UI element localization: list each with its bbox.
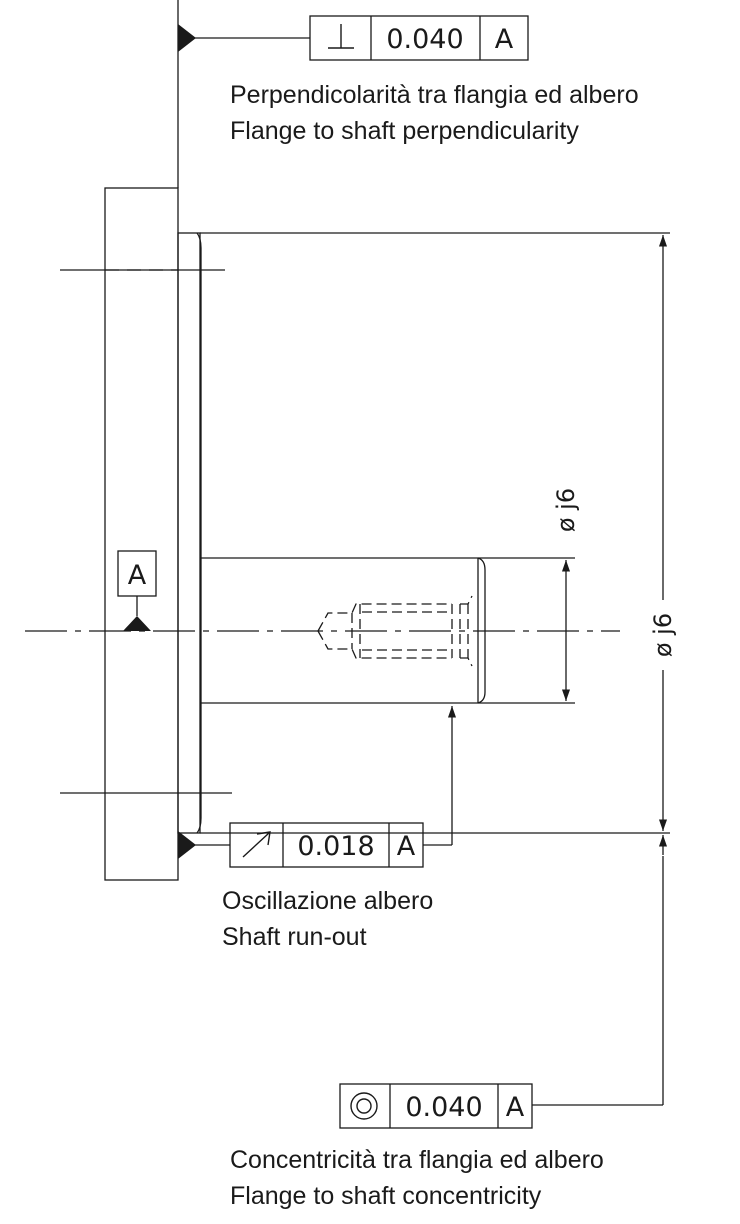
runout-icon [242, 831, 271, 858]
perpendicularity-icon [328, 24, 354, 49]
concentricity-tolerance: 0.040 [405, 1092, 482, 1123]
runout-note-en: Shaft run-out [222, 923, 367, 951]
concentricity-note-it: Concentricità tra flangia ed albero [230, 1146, 604, 1174]
perpendicularity-feature-control-frame [309, 15, 529, 61]
runout-datum-triangle-icon [178, 831, 196, 859]
runout-tolerance: 0.018 [297, 831, 374, 862]
flange-pilot [177, 232, 201, 834]
shaft-diameter-label: ø j6 [552, 488, 580, 532]
concentricity-datum: A [506, 1092, 525, 1123]
perpendicularity-datum-triangle-icon [178, 24, 196, 52]
concentricity-icon [350, 1092, 378, 1120]
perpendicularity-tolerance: 0.040 [386, 24, 463, 55]
runout-feature-control-frame [229, 822, 424, 868]
center-hole-hidden-lines [317, 595, 473, 667]
perpendicularity-note-en: Flange to shaft perpendicularity [230, 117, 579, 145]
perpendicularity-note-it: Perpendicolarità tra flangia ed albero [230, 81, 639, 109]
datum-label: A [128, 560, 147, 591]
runout-datum: A [397, 831, 416, 862]
perpendicularity-datum: A [495, 24, 514, 55]
runout-note-it: Oscillazione albero [222, 887, 433, 915]
datum-triangle-icon [123, 616, 151, 631]
concentricity-note-en: Flange to shaft concentricity [230, 1182, 542, 1210]
flange-outline [104, 187, 179, 881]
flange-diameter-label: ø j6 [649, 613, 677, 657]
concentricity-feature-control-frame [339, 1083, 533, 1129]
